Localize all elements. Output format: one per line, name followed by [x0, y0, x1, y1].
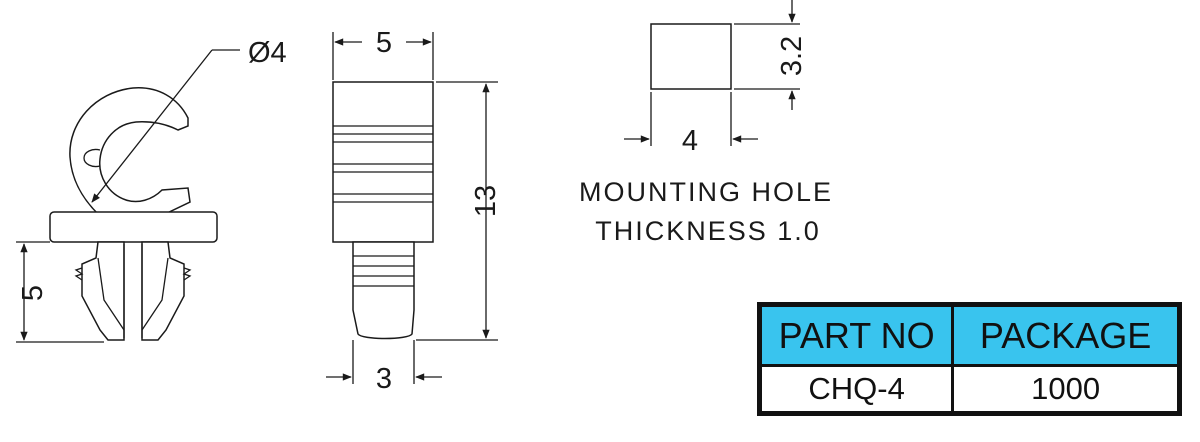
table-header-row: PART NO PACKAGE — [757, 303, 1181, 367]
diameter-label: Ø4 — [248, 37, 287, 69]
clip-side-view — [326, 32, 498, 384]
mounting-hole-view — [624, 0, 800, 146]
spec-table: PART NO PACKAGE CHQ-4 1000 — [757, 302, 1182, 416]
note-line-2: THICKNESS 1.0 — [595, 216, 821, 246]
table-row: CHQ-4 1000 — [757, 364, 1181, 415]
hole-width-label: 4 — [682, 125, 698, 157]
top-width-label: 5 — [376, 27, 392, 59]
hole-thickness-label: 3.2 — [776, 36, 808, 76]
header-part-no: PART NO — [757, 303, 955, 367]
cell-package: 1000 — [951, 364, 1181, 415]
clip-front-view — [16, 49, 240, 343]
stem-width-label: 3 — [376, 363, 392, 395]
total-height-label: 13 — [470, 185, 502, 217]
note-line-1: MOUNTING HOLE — [579, 177, 833, 207]
header-package: PACKAGE — [951, 303, 1181, 367]
base-height-label: 5 — [17, 285, 49, 301]
cell-part-no: CHQ-4 — [757, 364, 955, 415]
